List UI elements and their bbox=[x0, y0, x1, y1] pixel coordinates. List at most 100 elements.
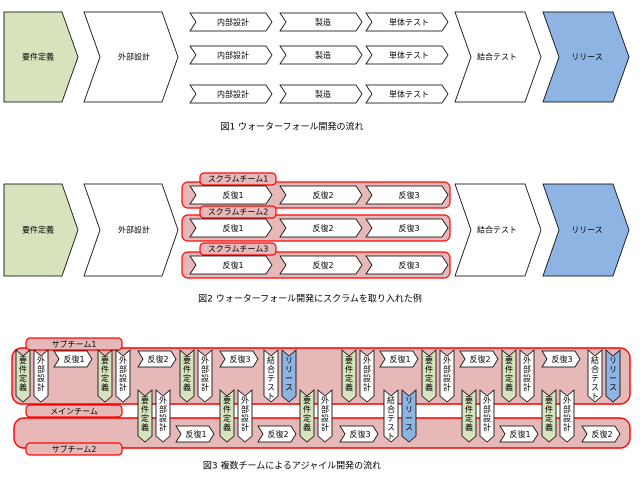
fig1-row2-step1-label: 内部設計 bbox=[217, 50, 249, 60]
fig3-bot-int-1-box bbox=[383, 389, 399, 443]
fig3-top-iter3-a-label: 反復3 bbox=[229, 354, 250, 364]
fig3-top-req-3-box bbox=[179, 349, 195, 403]
fig2-team2-tag bbox=[199, 205, 277, 219]
fig3-top-req-2-label: 要件定義 bbox=[101, 356, 109, 392]
fig3-top-req-2-box bbox=[97, 349, 113, 403]
fig3-bot-ext-4-box bbox=[479, 389, 495, 443]
fig3-bot-ext-5-label: 外部設計 bbox=[563, 395, 571, 432]
fig2-team3-iter3-label: 反復3 bbox=[398, 260, 419, 270]
fig2-team2-iter1-label: 反復1 bbox=[222, 223, 243, 233]
fig3-top-rel-2-box bbox=[605, 349, 621, 403]
fig3-bot-int-1-label: 結合テスト bbox=[387, 395, 395, 441]
fig3-bot-req-5-label: 要件定義 bbox=[545, 396, 553, 432]
fig3-top-req-3-label: 要件定義 bbox=[183, 356, 191, 392]
fig3-top-ext-5-label: 外部設計 bbox=[443, 355, 451, 392]
fig3-bot-ext-2-label: 外部設計 bbox=[241, 395, 249, 432]
fig3-top-iter2-b-box bbox=[459, 350, 499, 368]
fig2-team3-iter1-box bbox=[189, 255, 273, 275]
fig3-bot-req-2-label: 要件定義 bbox=[223, 396, 231, 432]
fig1-row1-step2-box bbox=[279, 12, 363, 32]
fig1-row1-step1-label: 内部設計 bbox=[217, 17, 249, 27]
fig2-team1-iter3-label: 反復3 bbox=[398, 190, 419, 200]
fig1-row3-step1-label: 内部設計 bbox=[217, 89, 249, 99]
fig1-caption: 図1 ウォーターフォール開発の流れ bbox=[220, 121, 363, 133]
fig3-top-iter1-a-label: 反復1 bbox=[63, 354, 84, 364]
fig3-top-ext-2-box bbox=[115, 349, 131, 403]
fig2-integration-test-label: 結合テスト bbox=[477, 225, 517, 235]
fig3-top-req-1-box bbox=[15, 349, 31, 403]
fig3-top-req-5-box bbox=[421, 349, 437, 403]
fig3-top-ext-4-box bbox=[359, 349, 375, 403]
fig3-bot-rel-1-box bbox=[401, 389, 417, 443]
fig3-bot-ext-4-label: 外部設計 bbox=[483, 395, 491, 432]
fig3-bot-req-1-label: 要件定義 bbox=[141, 396, 149, 432]
fig3-bot-ext-5-box bbox=[559, 389, 575, 443]
fig3-bot-req-5-box bbox=[541, 389, 557, 443]
fig1-integration-test-label: 結合テスト bbox=[477, 52, 517, 62]
fig3-top-req-6-label: 要件定義 bbox=[505, 356, 513, 392]
fig2-team1-iter1-label: 反復1 bbox=[222, 190, 243, 200]
fig1-row3-step1-box bbox=[189, 84, 273, 104]
fig2-caption: 図2 ウォーターフォール開発にスクラムを取り入れた例 bbox=[198, 293, 422, 305]
fig1-requirements-box bbox=[3, 11, 79, 103]
fig3-bot-iter3-a-label: 反復3 bbox=[349, 429, 370, 439]
fig3-sub-team-2-label: サブチーム2 bbox=[52, 444, 97, 454]
fig3-main-team-tag bbox=[25, 404, 123, 418]
fig2-integration-test-box bbox=[454, 183, 542, 277]
fig2-team1-name: スクラムチーム1 bbox=[208, 175, 269, 184]
fig3-bot-iter1-a-box bbox=[175, 425, 215, 443]
fig3-bot-req-4-label: 要件定義 bbox=[465, 396, 473, 432]
fig3-top-rel-2-label: リリース bbox=[609, 356, 617, 392]
fig3-top-req-4-label: 要件定義 bbox=[345, 356, 353, 392]
fig1-row1-step3-box bbox=[365, 12, 449, 32]
fig3-top-int-2-label: 結合テスト bbox=[591, 355, 599, 401]
fig1-row3-step3-box bbox=[365, 84, 449, 104]
fig3-top-req-4-box bbox=[341, 349, 357, 403]
fig2-team3-iter2-box bbox=[279, 255, 363, 275]
fig2-release-box bbox=[542, 183, 630, 277]
fig3-caption: 図3 複数チームによるアジャイル開発の流れ bbox=[203, 460, 381, 472]
fig1-row2-step3-label: 単体テスト bbox=[389, 50, 429, 60]
fig1-row1-step2-label: 製造 bbox=[315, 17, 331, 27]
fig1-row3-step3-label: 単体テスト bbox=[389, 89, 429, 99]
fig3-top-int-1-label: 結合テスト bbox=[267, 355, 275, 401]
fig2-team3-name: スクラムチーム3 bbox=[208, 245, 269, 254]
fig3-top-iter3-a-box bbox=[219, 350, 259, 368]
fig3-bot-iter1-a-label: 反復1 bbox=[185, 429, 206, 439]
fig2-team2-iter1-box bbox=[189, 218, 273, 238]
fig3-top-ext-4-label: 外部設計 bbox=[363, 355, 371, 392]
fig3-top-iter1-a-box bbox=[53, 350, 93, 368]
fig3-top-ext-6-label: 外部設計 bbox=[523, 355, 531, 392]
fig3-top-ext-3-box bbox=[197, 349, 213, 403]
fig2-requirements-box bbox=[3, 183, 79, 277]
fig3-bot-req-1-box bbox=[137, 389, 153, 443]
fig3-main-team-label: メインチーム bbox=[50, 407, 98, 416]
fig3-bot-iter3-a-box bbox=[339, 425, 379, 443]
fig3-top-int-1-box bbox=[263, 349, 279, 403]
fig3-bot-rel-1-label: リリース bbox=[405, 396, 413, 432]
fig1-row3-step2-box bbox=[279, 84, 363, 104]
fig2-team2-iter2-box bbox=[279, 218, 363, 238]
fig1-external-design-label: 外部設計 bbox=[118, 52, 150, 62]
fig3-bot-req-4-box bbox=[461, 389, 477, 443]
fig1-row2-step2-label: 製造 bbox=[315, 50, 331, 60]
fig3-bot-iter1-b-box bbox=[499, 425, 539, 443]
fig2-team3-iter3-box bbox=[365, 255, 449, 275]
fig1-row3-step2-label: 製造 bbox=[315, 89, 331, 99]
fig3-top-iter3-b-label: 反復3 bbox=[551, 354, 572, 364]
fig2-requirements-label: 要件定義 bbox=[22, 225, 54, 235]
fig2-team1-iter2-label: 反復2 bbox=[312, 190, 333, 200]
fig3-top-req-6-box bbox=[501, 349, 517, 403]
fig3-sub-team-1-tag bbox=[25, 337, 123, 351]
fig3-top-ext-1-label: 外部設計 bbox=[37, 355, 45, 392]
fig1-row2-step2-box bbox=[279, 45, 363, 65]
fig3-top-iter3-b-box bbox=[541, 350, 581, 368]
fig2-external-design-label: 外部設計 bbox=[118, 225, 150, 235]
fig1-release-label: リリース bbox=[571, 53, 603, 62]
fig3-sub-team-2-tag bbox=[25, 442, 123, 456]
fig3-top-iter2-b-label: 反復2 bbox=[469, 354, 490, 364]
fig3-top-iter1-b-label: 反復1 bbox=[389, 354, 410, 364]
fig3-bot-iter2-a-box bbox=[257, 425, 297, 443]
fig3-sub-team-1-label: サブチーム1 bbox=[52, 339, 97, 349]
